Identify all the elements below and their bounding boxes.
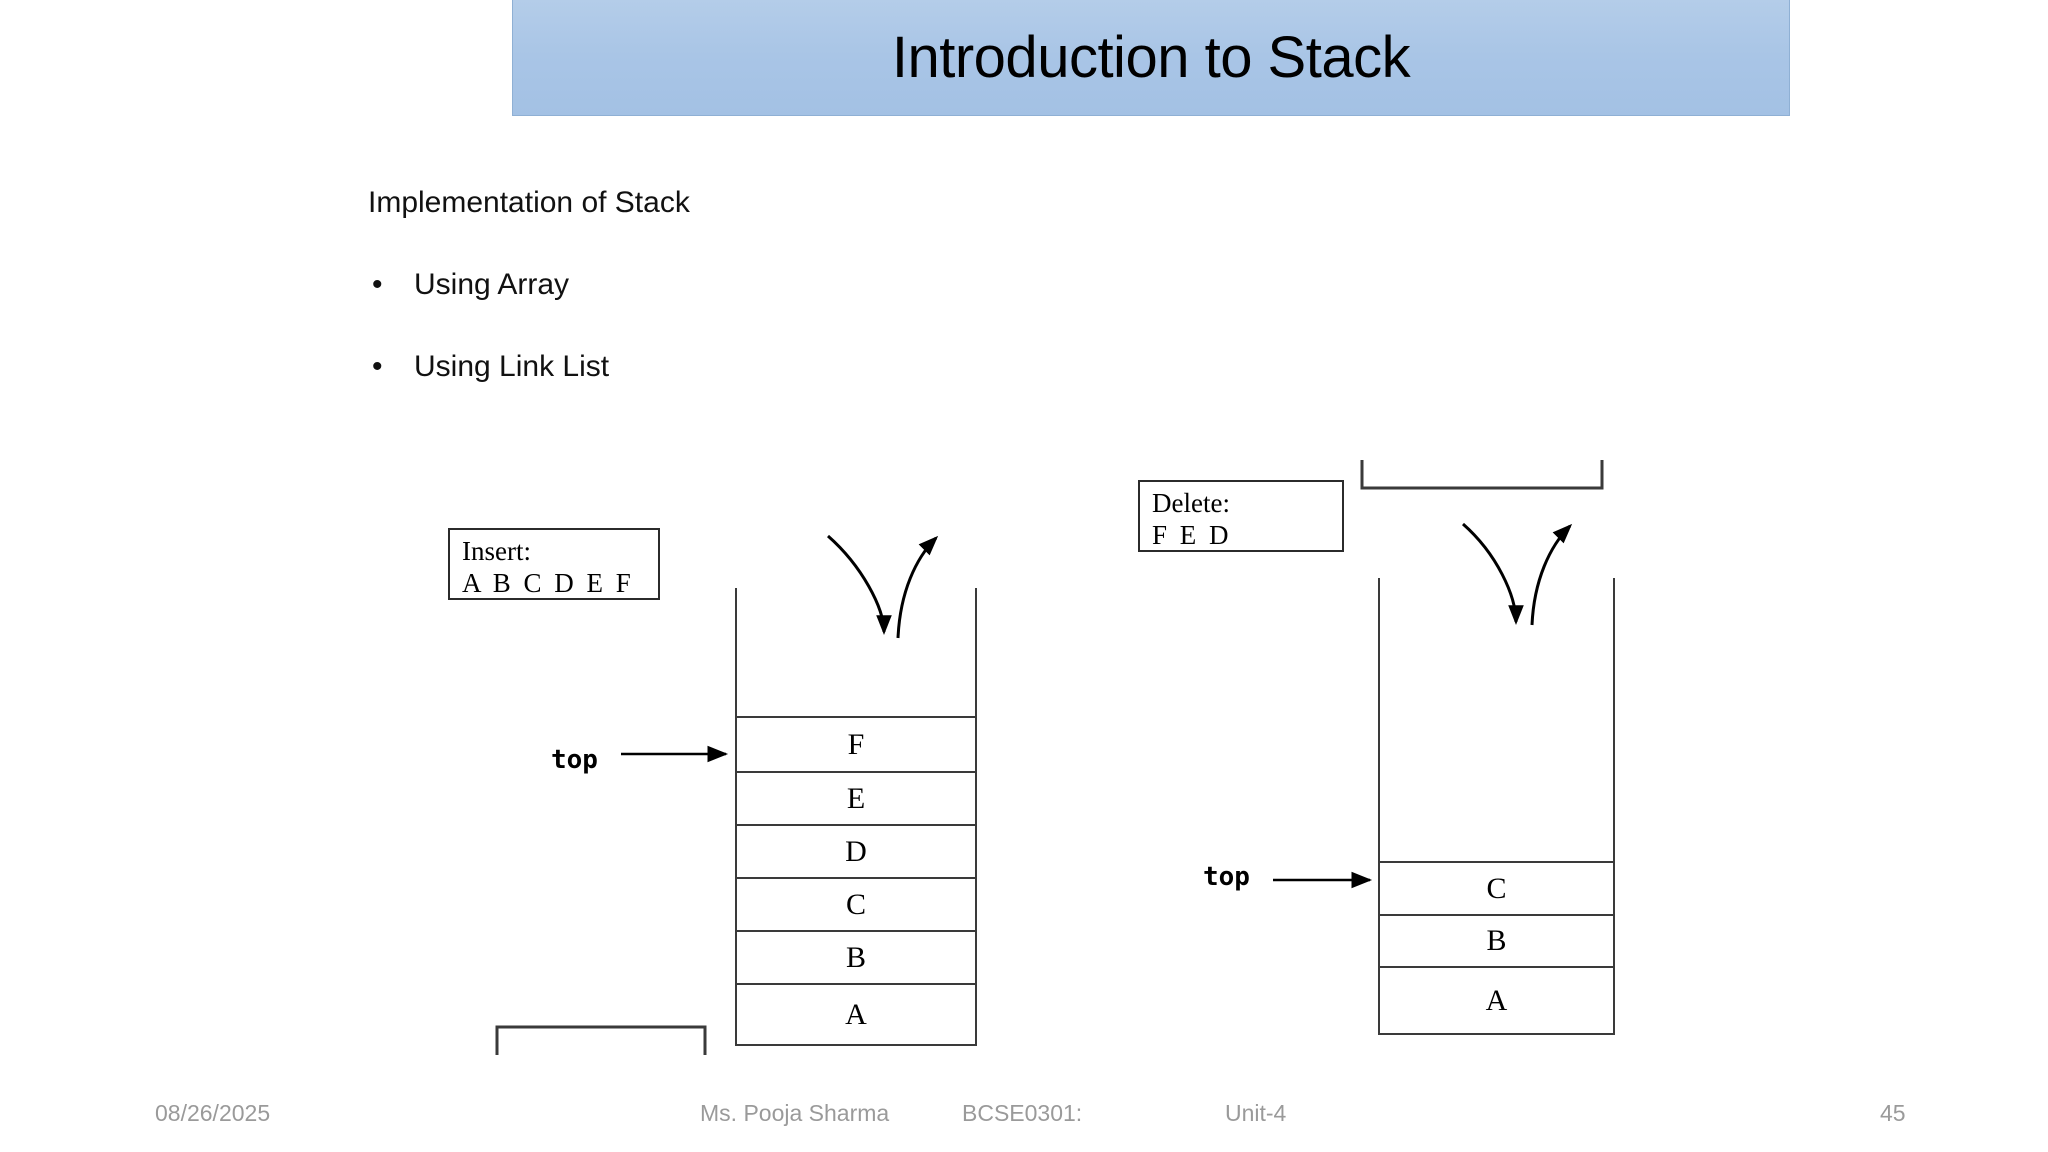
- stack-cell: C: [737, 879, 975, 932]
- delete-note-box: Delete: F E D: [1138, 480, 1344, 552]
- right-top-bracket: [1360, 460, 1604, 490]
- footer-author: Ms. Pooja Sharma: [700, 1100, 890, 1126]
- page-title: Introduction to Stack: [891, 24, 1411, 90]
- stack-cell: A: [737, 985, 975, 1044]
- slide-footer: 08/26/2025 Ms. Pooja Sharma BCSE0301: Un…: [0, 1100, 2048, 1140]
- right-pop-arrow-icon: [1530, 523, 1573, 626]
- bullet-label: Using Link List: [414, 350, 610, 383]
- slide-title-banner: Introduction to Stack: [512, 0, 1790, 116]
- bullet-marker-icon: •: [372, 350, 383, 383]
- left-bottom-bracket: [495, 1025, 707, 1055]
- right-stack-cells: C B A: [1378, 861, 1615, 1035]
- right-push-arrow-icon: [1462, 522, 1524, 625]
- bullet-marker-icon: •: [372, 268, 383, 301]
- stack-cell: F: [737, 718, 975, 773]
- stack-cell: B: [1380, 916, 1613, 968]
- footer-date: 08/26/2025: [155, 1100, 271, 1126]
- stack-cell: B: [737, 932, 975, 985]
- footer-course: BCSE0301:: [962, 1100, 1083, 1126]
- body-content: Implementation of Stack • Using Array • …: [368, 185, 1568, 431]
- left-push-arrow-icon: [827, 534, 892, 635]
- insert-note-box: Insert: A B C D E F: [448, 528, 660, 600]
- bullet-item-using-array: • Using Array: [368, 267, 1568, 303]
- bullet-item-using-link-list: • Using Link List: [368, 349, 1568, 385]
- stack-cell: A: [1380, 968, 1613, 1033]
- left-pop-arrow-icon: [896, 535, 939, 639]
- body-heading: Implementation of Stack: [368, 186, 690, 219]
- delete-note-title: Delete:: [1152, 488, 1230, 518]
- left-stack-cells: F E D C B A: [735, 716, 977, 1046]
- insert-note-items: A B C D E F: [462, 567, 634, 598]
- insert-note-title: Insert:: [462, 536, 531, 566]
- right-top-pointer-label: top: [1203, 862, 1250, 892]
- delete-note-items: F E D: [1152, 519, 1232, 550]
- left-stack-open-frame: [735, 588, 977, 716]
- stack-cell: E: [737, 773, 975, 826]
- bullet-label: Using Array: [414, 268, 570, 301]
- footer-unit: Unit-4: [1225, 1100, 1287, 1126]
- stack-cell: C: [1380, 863, 1613, 916]
- stack-cell: D: [737, 826, 975, 879]
- footer-page-number: 45: [1880, 1100, 1906, 1126]
- right-stack-open-frame: [1378, 578, 1615, 861]
- left-top-pointer-label: top: [551, 745, 598, 775]
